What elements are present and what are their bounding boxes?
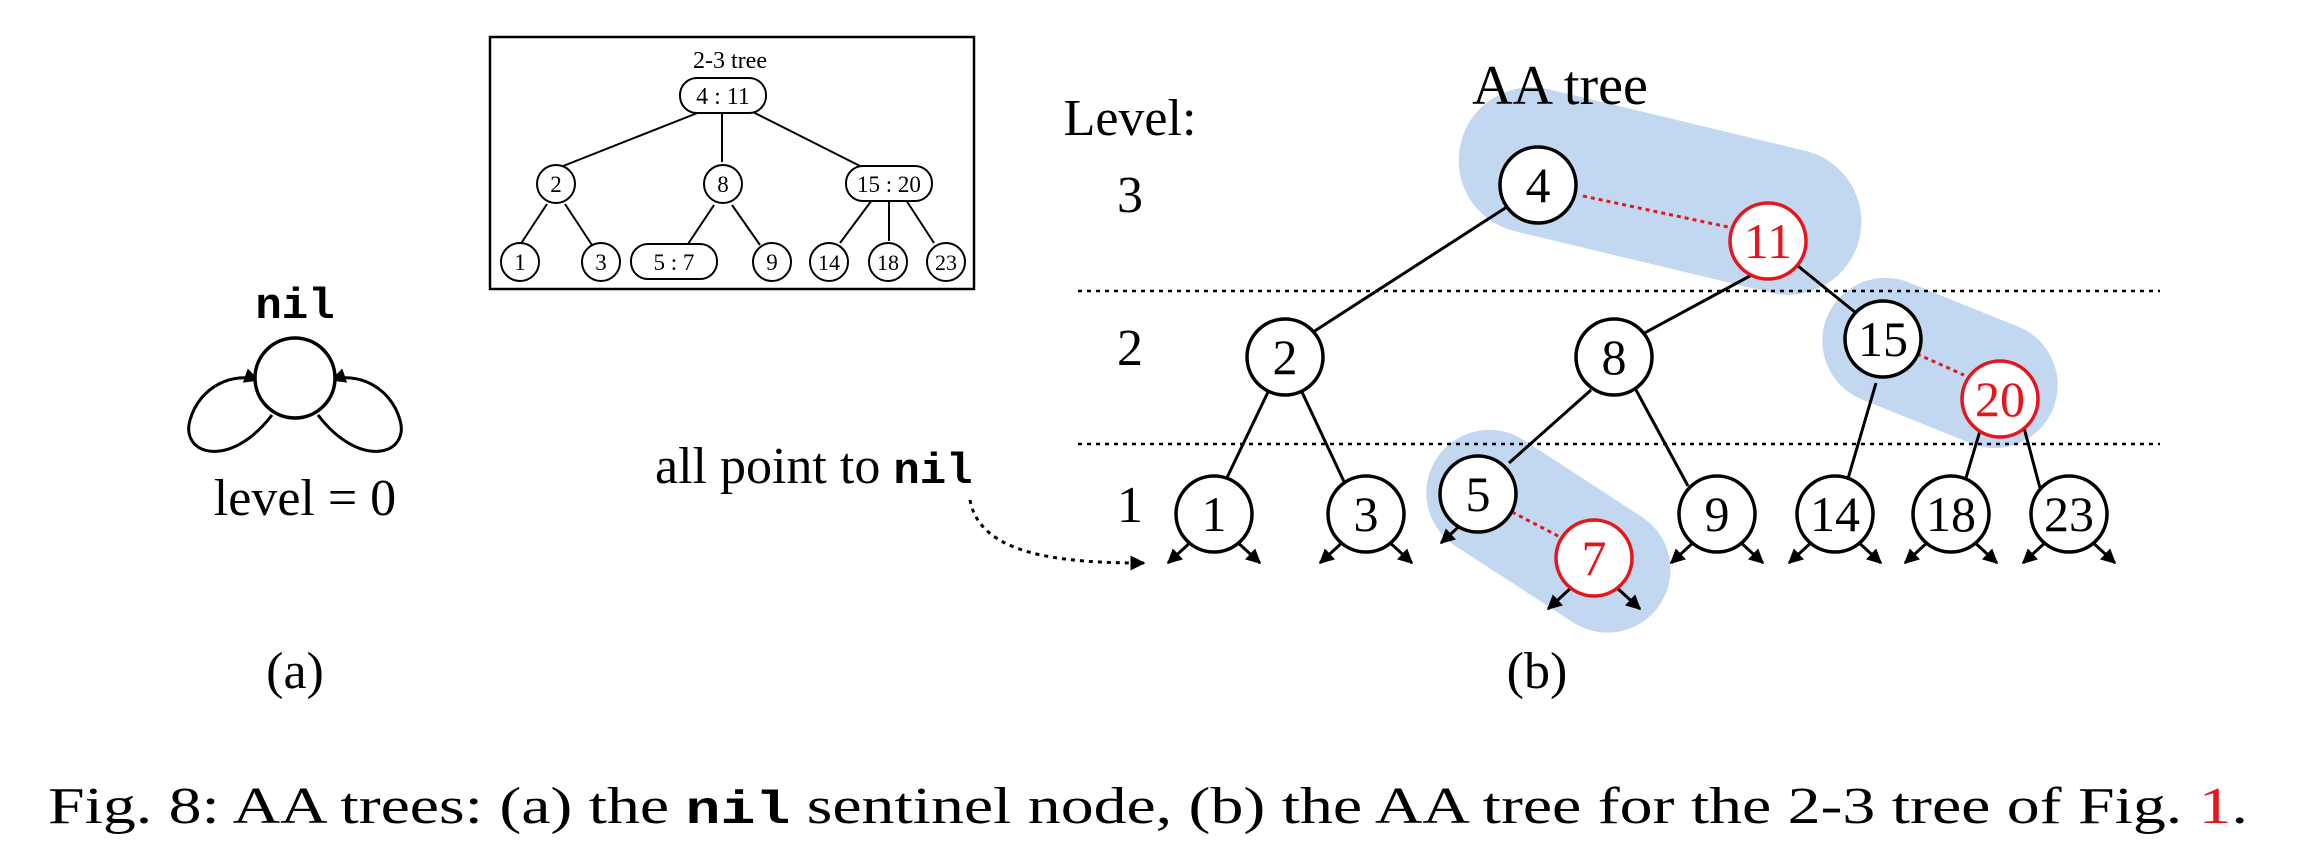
node-label: 1 xyxy=(1202,486,1227,542)
sentinel-label: nil xyxy=(255,282,334,332)
node-label: 18 xyxy=(1926,486,1976,542)
level-zero-text: level = 0 xyxy=(214,470,396,527)
tree-node-20: 20 xyxy=(1960,359,2040,439)
tree-node-14: 14 xyxy=(1795,474,1875,554)
node-label: 20 xyxy=(1975,371,2025,427)
inset-leaf xyxy=(752,242,792,282)
pointer-note-code: nil xyxy=(893,447,972,497)
tree-node-23: 23 xyxy=(2029,474,2109,554)
panel-a: nil level = 0 (a) xyxy=(187,282,403,700)
tree-node-2: 2 xyxy=(1245,317,1325,397)
node-label: 11 xyxy=(1744,213,1792,269)
horizontal-link-5-7 xyxy=(1511,510,1561,539)
caption-b: (b) xyxy=(1507,643,1568,700)
tree-node-15: 15 xyxy=(1843,299,1923,379)
inset-leaf-pair xyxy=(630,243,718,280)
self-loop-left xyxy=(187,368,274,453)
pointer-note-text: all point to xyxy=(655,438,893,495)
inset-root-label: 4 : 11 xyxy=(696,84,750,110)
inset-leaf-label: 18 xyxy=(877,250,899,275)
node-label: 14 xyxy=(1810,486,1860,542)
inset-leaf xyxy=(868,242,908,282)
inset-leaf-label: 5 : 7 xyxy=(654,250,695,275)
node-label: 23 xyxy=(2044,486,2094,542)
inset-2-3-tree: 2-3 tree 4 : 11 2 8 15 : 20 1 3 5 : 7 xyxy=(488,35,976,291)
node-label: 15 xyxy=(1858,311,1908,367)
inset-root-node xyxy=(679,77,767,114)
caption-part-3: . xyxy=(2232,778,2248,835)
nil-sentinel-node xyxy=(253,336,337,420)
inset-node-pair xyxy=(845,165,933,202)
pointer-note-arrow xyxy=(968,499,1146,571)
tree-node-7: 7 xyxy=(1554,518,1634,598)
inset-node-label: 15 : 20 xyxy=(857,172,921,197)
tree-node-4: 4 xyxy=(1498,145,1578,225)
tree-node-11: 11 xyxy=(1728,201,1808,281)
inset-leaf xyxy=(500,242,540,282)
node-label: 9 xyxy=(1705,486,1730,542)
tree-edges xyxy=(1220,201,2042,489)
caption-part-1: Fig. 8: AA trees: (a) the xyxy=(48,778,686,835)
figure-caption: Fig. 8: AA trees: (a) the nil sentinel n… xyxy=(48,778,2248,837)
level-label-1: 1 xyxy=(1117,477,1143,534)
inset-title: 2-3 tree xyxy=(693,48,767,74)
level-label-2: 2 xyxy=(1117,320,1143,377)
inset-leaf-label: 3 xyxy=(595,250,607,275)
node-label: 8 xyxy=(1602,329,1627,385)
inset-leaf-label: 14 xyxy=(818,250,840,275)
pointer-note: all point to nil xyxy=(655,438,973,497)
inset-node-label: 8 xyxy=(717,172,729,197)
horizontal-link-4-11 xyxy=(1582,194,1729,229)
inset-node xyxy=(703,164,743,204)
inset-leaf xyxy=(926,242,966,282)
inset-leaf-label: 23 xyxy=(935,250,957,275)
inset-node xyxy=(536,164,576,204)
node-label: 7 xyxy=(1582,530,1607,586)
tree-node-8: 8 xyxy=(1574,317,1654,397)
inset-leaf xyxy=(581,242,621,282)
inset-node-label: 2 xyxy=(550,172,562,197)
node-label: 3 xyxy=(1354,486,1379,542)
tree-node-1: 1 xyxy=(1174,474,1254,554)
tree-node-3: 3 xyxy=(1326,474,1406,554)
aa-tree-title: AA tree xyxy=(1472,55,1648,117)
inset-leaf-label: 1 xyxy=(514,250,526,275)
tree-node-5: 5 xyxy=(1438,454,1518,534)
node-label: 5 xyxy=(1466,466,1491,522)
inset-leaf-label: 9 xyxy=(766,250,778,275)
level-label-3: 3 xyxy=(1117,167,1143,224)
horizontal-link-15-20 xyxy=(1916,352,1965,377)
panel-b: Level: 3 2 1 AA tree xyxy=(655,55,2160,700)
caption-ref-link[interactable]: 1 xyxy=(2199,778,2232,835)
caption-a: (a) xyxy=(266,643,324,700)
inset-leaf xyxy=(809,242,849,282)
caption-part-2: sentinel node, (b) the AA tree for the 2… xyxy=(790,778,2198,835)
inset-edges xyxy=(519,107,935,246)
tree-node-18: 18 xyxy=(1911,474,1991,554)
self-loop-right xyxy=(316,368,403,453)
node-label: 4 xyxy=(1526,157,1551,213)
caption-code: nil xyxy=(686,785,791,837)
level-heading: Level: xyxy=(1064,90,1197,147)
tree-node-9: 9 xyxy=(1677,474,1757,554)
node-label: 2 xyxy=(1273,329,1298,385)
